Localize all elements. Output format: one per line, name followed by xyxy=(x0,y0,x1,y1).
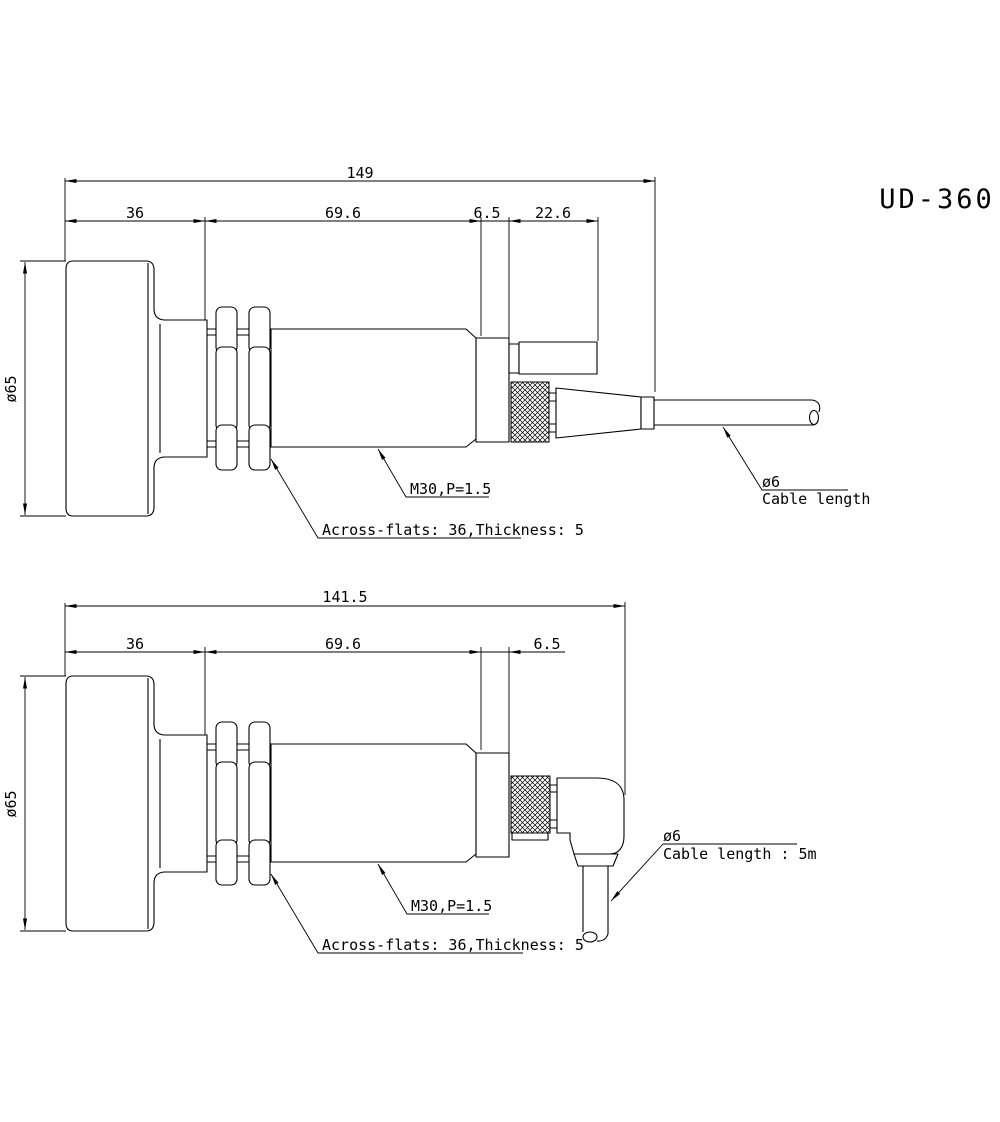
top-sensor-geometry xyxy=(66,261,821,516)
top-dimensions: 149 36 69.6 6.5 22.6 ø65 xyxy=(2,164,656,517)
dim-overall-length: 149 xyxy=(346,164,373,182)
sensor-body-bottom-view xyxy=(66,676,509,931)
bottom-dimensions: 141.5 36 69.6 6.5 ø65 xyxy=(2,588,626,932)
knurled-coupling-nut xyxy=(510,381,550,443)
dim-body-length: 69.6 xyxy=(325,635,361,653)
flats-leader xyxy=(270,458,521,539)
thread-spec-label: M30,P=1.5 xyxy=(411,897,492,915)
dim-head-length: 36 xyxy=(126,635,144,653)
flats-leader xyxy=(270,873,523,954)
bottom-sensor-geometry xyxy=(66,676,625,943)
bottom-view: 141.5 36 69.6 6.5 ø65 M30,P=1.5 Across-f… xyxy=(2,588,817,954)
cable-length-label: Cable length : 5m xyxy=(663,845,817,863)
top-callouts: M30,P=1.5 Across-flats: 36,Thickness: 5 … xyxy=(270,426,870,539)
thread-leader xyxy=(377,448,489,498)
dim-step-length: 6.5 xyxy=(473,204,500,222)
thread-spec-label: M30,P=1.5 xyxy=(410,480,491,498)
knurled-coupling-nut xyxy=(510,775,551,834)
thread-leader xyxy=(377,863,489,915)
connector-receptacle xyxy=(518,341,598,375)
dim-connector-length: 22.6 xyxy=(535,204,571,222)
across-flats-label: Across-flats: 36,Thickness: 5 xyxy=(322,936,584,954)
cable-end-tip xyxy=(582,931,598,943)
sensor-body-top-view xyxy=(66,261,509,516)
cable-leader xyxy=(610,843,664,902)
dim-head-length: 36 xyxy=(126,204,144,222)
dim-body-length: 69.6 xyxy=(325,204,361,222)
connector-boot xyxy=(555,387,642,439)
dim-overall-length: 141.5 xyxy=(322,588,367,606)
cable-diameter-label: ø6 xyxy=(663,827,681,845)
right-angle-connector xyxy=(556,777,625,855)
dim-step-length: 6.5 xyxy=(533,635,560,653)
cable-collar xyxy=(640,396,655,430)
top-view: 149 36 69.6 6.5 22.6 ø65 M30,P=1.5 Acros… xyxy=(2,164,870,539)
strain-relief-collar xyxy=(573,853,619,867)
cable-diameter-label: ø6 xyxy=(762,473,780,491)
dim-head-diameter: ø65 xyxy=(2,790,20,817)
across-flats-label: Across-flats: 36,Thickness: 5 xyxy=(322,521,584,539)
cable xyxy=(582,866,609,943)
dim-head-diameter: ø65 xyxy=(2,375,20,402)
coupling-band xyxy=(511,832,549,841)
cable-leader xyxy=(722,426,848,491)
bottom-callouts: M30,P=1.5 Across-flats: 36,Thickness: 5 … xyxy=(270,827,817,954)
cable-length-label: Cable length xyxy=(762,490,870,508)
receptacle-step xyxy=(508,343,520,374)
cable xyxy=(654,399,821,426)
model-number-title: UD-360 xyxy=(879,184,995,215)
cable-end-tip xyxy=(808,409,820,426)
